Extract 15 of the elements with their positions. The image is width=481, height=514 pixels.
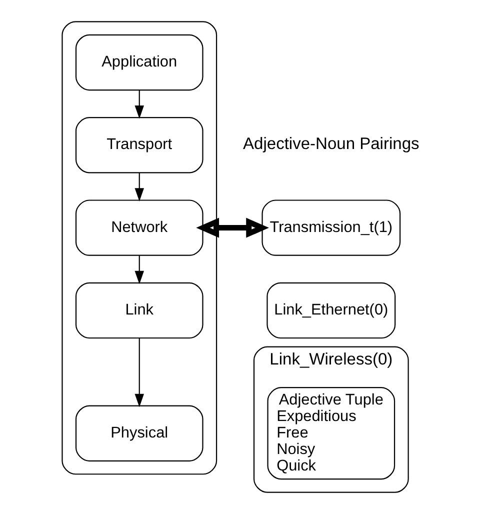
node-box: Transmission_t(1) — [262, 200, 401, 256]
label: Adjective-Noun Pairings — [243, 134, 420, 153]
node-box: Link — [75, 282, 204, 339]
cluster — [62, 21, 218, 475]
arrow — [134, 338, 144, 408]
node-box: Physical — [75, 405, 204, 462]
node-box: Transport — [75, 117, 204, 174]
node-box: Network — [75, 200, 204, 256]
arrow — [134, 90, 144, 119]
node-box: Adjective Tuple Expeditious Free Noisy Quick — [267, 387, 396, 480]
arrow — [134, 173, 144, 202]
node-box: Application — [75, 34, 204, 91]
arrow — [196, 218, 269, 238]
arrow — [134, 256, 144, 284]
node-box: Link_Ethernet(0) — [266, 282, 396, 339]
